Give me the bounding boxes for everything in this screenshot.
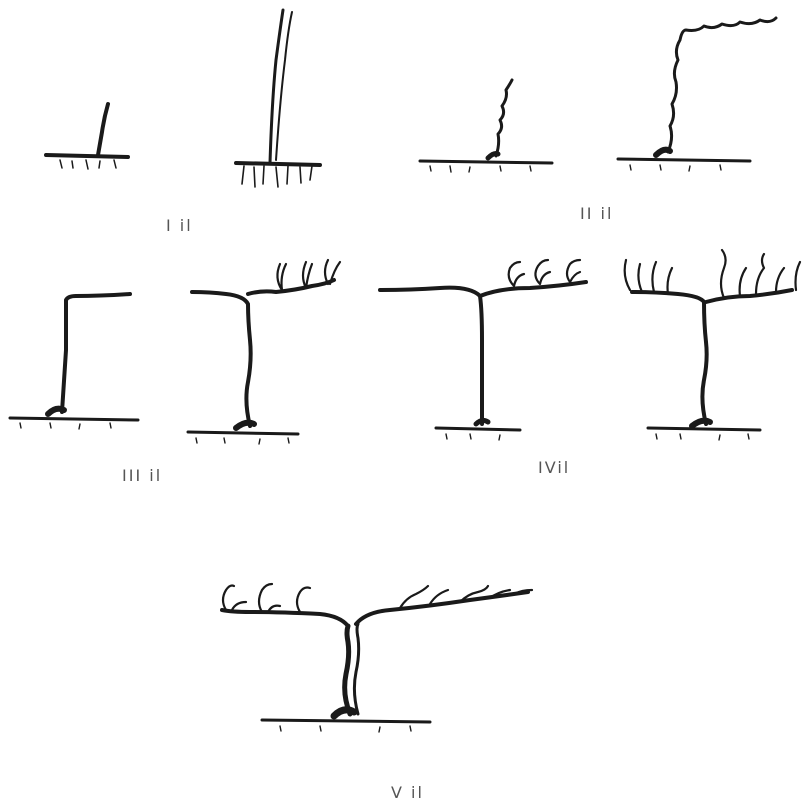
- vine-year-3a: [10, 294, 138, 429]
- vine-year-1b: [236, 10, 320, 187]
- vine-year-2a: [420, 80, 552, 172]
- vine-year-2b: [618, 18, 776, 171]
- vine-year-4a: [380, 260, 586, 440]
- vine-year-1a: [46, 104, 128, 169]
- vine-year-3b: [188, 260, 340, 444]
- vine-year-4b: [625, 250, 800, 440]
- vine-year-5: [222, 584, 532, 732]
